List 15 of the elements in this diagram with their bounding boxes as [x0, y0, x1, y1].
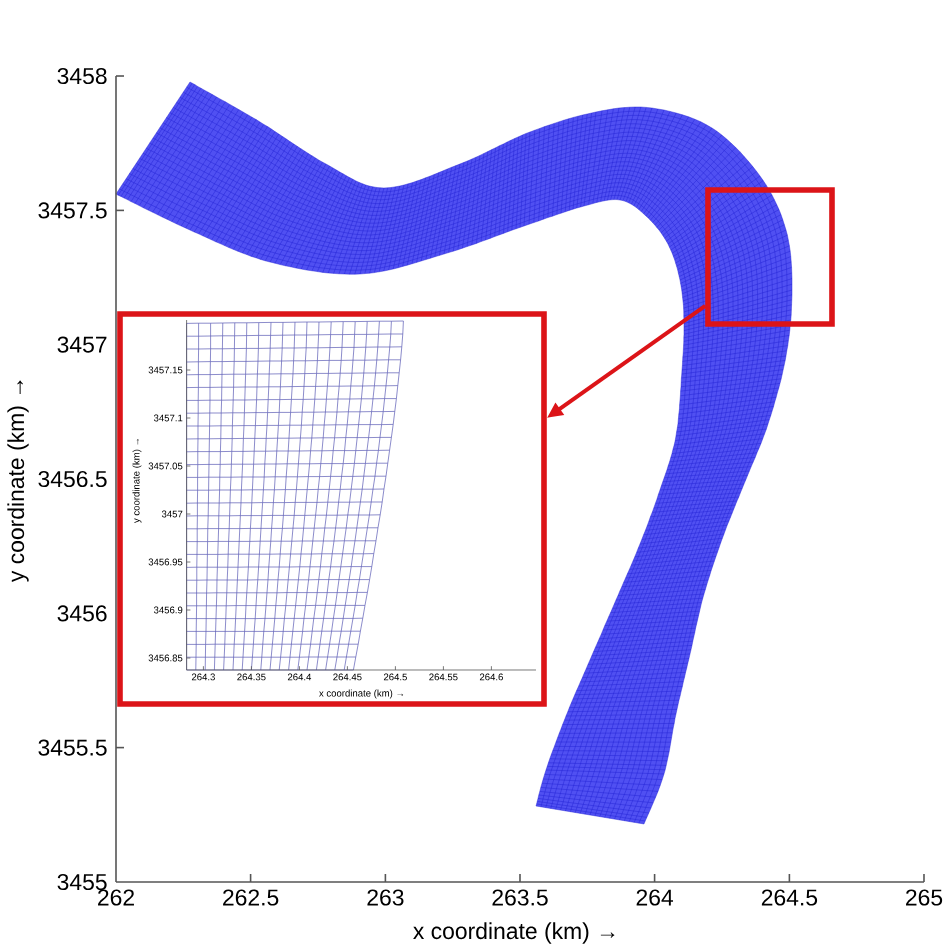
tick-label: 264.5	[761, 889, 818, 906]
tick-label: 265	[906, 889, 943, 906]
highlight-box	[705, 187, 835, 327]
tick-label: 3457.5	[38, 202, 107, 219]
tick-label: 262	[98, 889, 134, 906]
axis-title: y coordinate (km) →	[7, 380, 29, 583]
tick-label: 263	[367, 889, 404, 906]
inset-frame	[117, 311, 547, 707]
tick-label: 262.5	[223, 889, 279, 906]
tick-label: 3455.5	[38, 739, 107, 756]
tick-label: 263.5	[492, 889, 548, 906]
tick-label: 3455	[57, 873, 107, 891]
tick-label: 3458	[57, 67, 107, 85]
tick-label: 264	[636, 889, 673, 906]
axis-title: x coordinate (km) →	[413, 922, 615, 944]
